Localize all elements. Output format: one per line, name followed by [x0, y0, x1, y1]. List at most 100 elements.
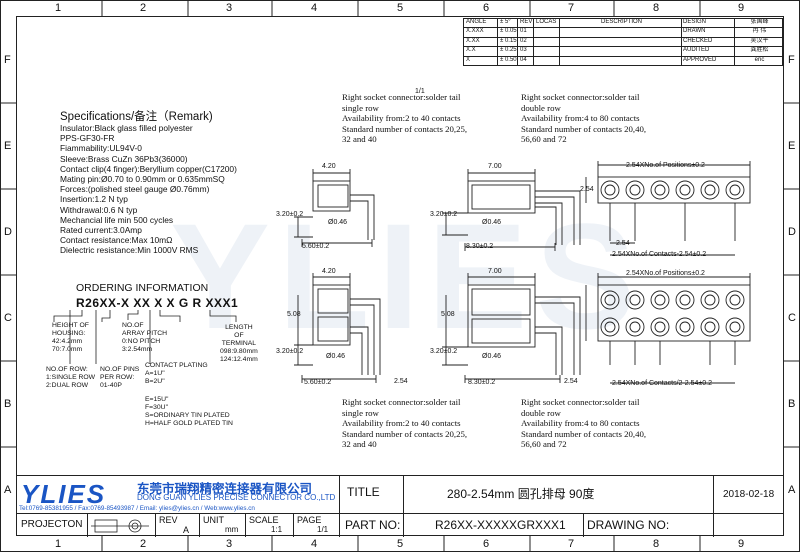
ordering-leaders — [53, 310, 237, 364]
dim-700: 7.00 — [488, 268, 502, 275]
front-view-single — [585, 161, 751, 256]
contacts-double: 2.54XNo.of Contacts/2-2.54±0.2 — [612, 380, 712, 387]
title-value: 280-2.54mm 圆孔排母 90度 — [447, 487, 595, 501]
spec-line: Mating pin:Ø0.70 to 0.90mm or 0.635mmSQ — [60, 174, 225, 185]
tol-header: LOCAS — [534, 19, 560, 28]
column-label: 4 — [311, 2, 318, 14]
dim-420: 4.20 — [322, 268, 336, 275]
tol-header: ANGLE — [464, 19, 498, 28]
date-value: 2018-02-18 — [723, 489, 775, 500]
rev-label: REV — [159, 515, 178, 525]
spec-line: Sleeve:Brass CuZn 36Pb3(36000) — [60, 153, 188, 164]
dim-320: 3.20±0.2 — [276, 211, 304, 218]
row-label: A — [4, 484, 12, 496]
row-label: B — [788, 398, 796, 410]
projection-symbol-icon — [91, 519, 149, 533]
note-single-bottom: Right socket connector:solder tail singl… — [342, 397, 468, 449]
logo-text: YLIES — [21, 479, 107, 509]
rev-value: A — [183, 525, 190, 535]
dim-560: 5.60±0.2 — [304, 379, 332, 386]
contacts-single: 2.54XNo.of Contacts-2.54±0.2 — [612, 251, 707, 258]
company-contact: Tel:0769-85381955 / Fax:0769-85493987 / … — [19, 505, 255, 512]
spec-title: Specifications/备注（Remark) — [60, 111, 213, 123]
dim-046: Ø0.46 — [482, 219, 502, 226]
row-label: F — [788, 54, 795, 66]
side-view-double-bottom — [442, 273, 581, 383]
watermark-logo: YLIES — [170, 192, 644, 360]
dim-254: 2.54 — [564, 378, 578, 385]
scale-value: 1:1 — [271, 525, 283, 534]
column-label: 2 — [140, 2, 147, 14]
dim-254: 2.54 — [394, 378, 408, 385]
tol-rev: 02 — [518, 38, 534, 47]
approval-name: eric — [735, 57, 783, 66]
column-label: 8 — [653, 2, 660, 14]
socket-rows-bottom — [600, 290, 745, 337]
tol-desc — [560, 57, 682, 66]
note-double-top: Right socket connector:solder tail doubl… — [521, 92, 647, 144]
spec-line: PPS-GF30-FR — [60, 133, 115, 144]
height-label: HEIGHT OF HOUSING: 42:4.2mm 70:7.0mm — [52, 322, 89, 353]
socket-row-top — [600, 180, 745, 200]
title-block: YLIES 东莞市瑞翔精密连接器有限公司 DONG GUAN YLIES PRE… — [17, 475, 783, 537]
approval-name: 冉 伟 — [735, 28, 783, 38]
company-name-en: DONG GUAN YLIES PRECISE CONNECTOR CO.,LT… — [137, 493, 336, 502]
dim-508: 5.08 — [287, 311, 301, 318]
column-label: 2 — [140, 538, 147, 550]
column-label: 8 — [653, 538, 660, 550]
tolerance-table: ANGLE ± 5° REV LOCAS DESCRIPTION X.XXX ±… — [463, 18, 682, 66]
pitch-bottom: 2.54XNo.of Positions±0.2 — [626, 270, 705, 277]
approval-role: CHECKED — [681, 38, 735, 47]
column-label: 6 — [483, 538, 490, 550]
front-view-double — [585, 273, 751, 384]
column-label: 5 — [397, 2, 404, 14]
spec-line: Forces:(polished steel gauge Ø0.76mm) — [60, 184, 210, 195]
tol-desc — [560, 28, 682, 38]
company-logo: YLIES — [17, 476, 135, 509]
tol-unit: X — [464, 57, 498, 66]
side-view-single-top — [294, 169, 375, 247]
tol-header: ± 5° — [498, 19, 518, 28]
tol-desc — [560, 47, 682, 57]
spec-line: Mechancial life min 500 cycles — [60, 214, 174, 225]
spec-line: Dielectric resistance:Min 1000V RMS — [60, 245, 199, 256]
dim-046: Ø0.46 — [328, 219, 348, 226]
part-value: R26XX-XXXXXGRXXX1 — [435, 518, 566, 532]
tol-value: ± 0.05 — [498, 28, 518, 38]
projection-label: PROJECTON — [21, 519, 83, 530]
spec-line: Fiammability:UL94V-0 — [60, 143, 142, 154]
tol-unit: X.XX — [464, 38, 498, 47]
approval-table: DESIGN 张国峰 DRAWN 冉 伟 CHECKED 吴汉平 AUDITED… — [681, 18, 783, 66]
side-view-single-bottom — [294, 273, 381, 383]
pitch-top: 2.54XNo.of Positions±0.2 — [626, 162, 705, 169]
page-label: PAGE — [297, 515, 322, 525]
dim-508: 5.08 — [441, 311, 455, 318]
ordering-title: ORDERING INFORMATION — [76, 282, 209, 294]
row-label: B — [4, 398, 12, 410]
row-label: D — [788, 226, 796, 238]
spec-line: Contact clip(4 finger):Beryllium copper(… — [60, 163, 237, 174]
dim-320: 3.20±0.2 — [276, 348, 304, 355]
array-label: NO.OF ARRAY PITCH 0:NO PITCH 3:2.54mm — [122, 322, 168, 353]
scale-label: SCALE — [249, 515, 279, 525]
column-label: 1 — [55, 2, 62, 14]
tol-locas — [534, 28, 560, 38]
spec-list: Insulator:Black glass filled polyester P… — [60, 123, 290, 256]
tol-rev: 04 — [518, 57, 534, 66]
spec-line: Insulator:Black glass filled polyester — [60, 123, 193, 133]
dim-254: 2.54 — [580, 186, 594, 193]
pins-label: NO.OF PINS PER ROW: 01-40P — [100, 366, 140, 389]
column-label: 9 — [738, 538, 745, 550]
tol-locas — [534, 47, 560, 57]
column-label: 3 — [226, 538, 233, 550]
tol-desc — [560, 38, 682, 47]
tol-value: ± 0.15 — [498, 38, 518, 47]
spec-line: Withdrawal:0.6 N typ — [60, 204, 138, 215]
drawing-label: DRAWING NO: — [587, 518, 670, 532]
row-label: C — [788, 312, 796, 324]
column-label: 9 — [738, 2, 745, 14]
tol-value: ± 0.50 — [498, 57, 518, 66]
part-label: PART NO: — [345, 518, 401, 532]
tol-unit: X.X — [464, 47, 498, 57]
column-label: 1 — [55, 538, 62, 550]
